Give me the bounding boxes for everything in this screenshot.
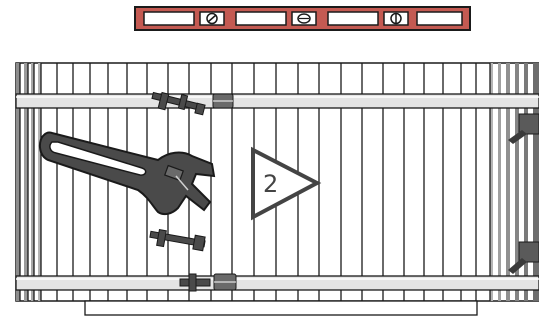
step-number: 2	[263, 170, 278, 198]
bracket-icon	[508, 113, 539, 274]
fence-rail-top	[15, 93, 539, 109]
fence-rail-bottom	[15, 275, 539, 291]
adjustable-wrench-icon	[38, 131, 216, 216]
triangle-step-marker: 2	[251, 146, 322, 221]
fence-base	[84, 300, 478, 316]
spirit-level-icon	[134, 6, 471, 31]
fence-edge-shading-right	[490, 63, 539, 301]
fence-edge-shading-left	[16, 63, 41, 301]
bolt-icon	[149, 91, 237, 292]
